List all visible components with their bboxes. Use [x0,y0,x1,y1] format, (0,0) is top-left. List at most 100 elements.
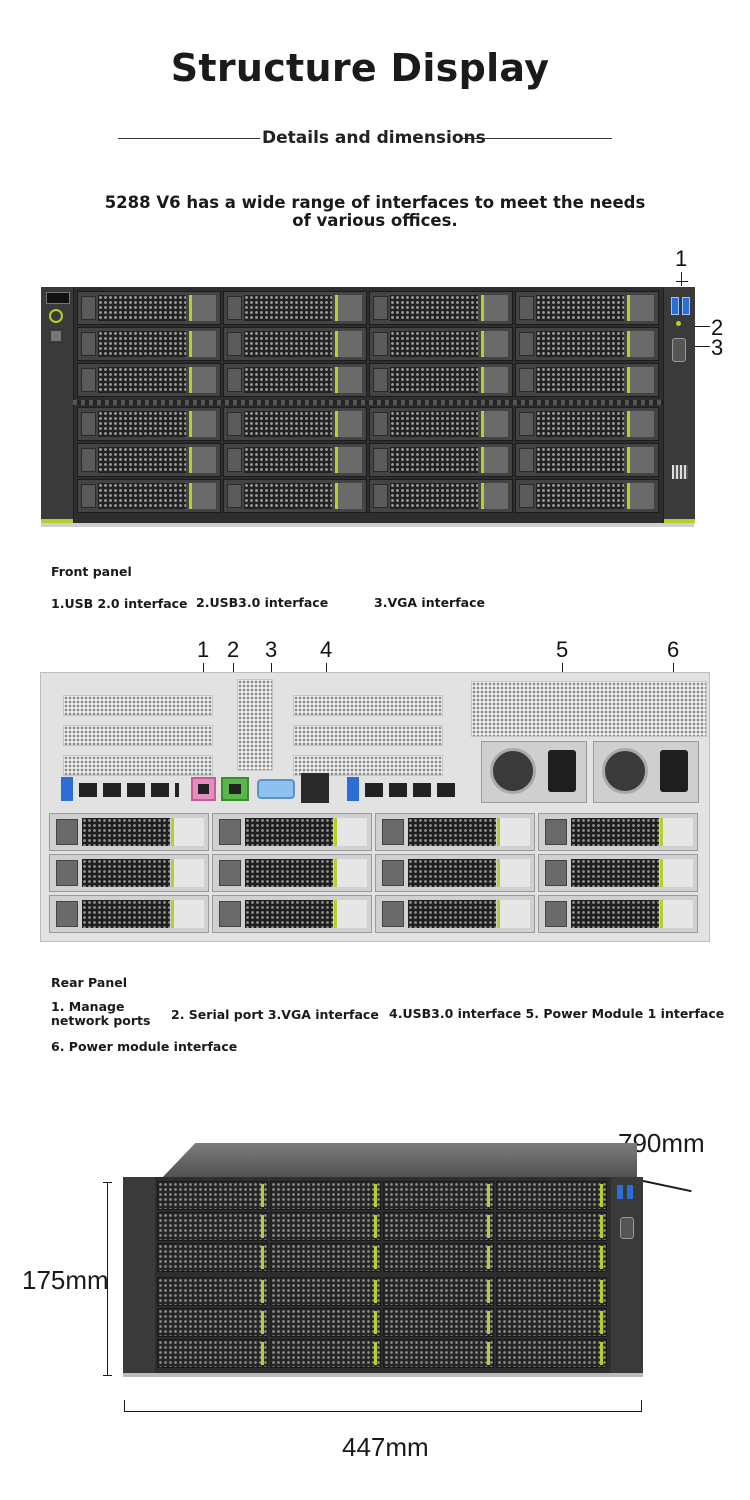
drive-hex [390,295,478,321]
drive-bay [157,1243,268,1272]
drive-hex [244,295,332,321]
drive-hex [390,411,478,437]
drive-latch [497,818,530,846]
drive-latch [374,1184,377,1207]
drive-pull [227,296,242,320]
drive-bay [515,363,659,397]
drive-latch [660,859,693,887]
drive-bay [270,1181,381,1210]
drive-bay [212,895,372,933]
sfp-ports-icon [365,783,461,797]
rear-label-serial-vga: 2. Serial port 3.VGA interface [171,1007,379,1022]
drive-latch [487,1311,490,1334]
drive-latch [189,483,216,509]
usb3-ports-icon [301,773,329,803]
drive-bay [383,1339,494,1368]
front-callout-2: 2 [711,315,724,340]
management-port-icon [191,777,216,801]
drive-pull [56,819,78,845]
accent-bar-right [664,519,695,523]
drive-hex [82,900,170,928]
power-socket-icon [660,750,688,792]
drive-latch [600,1184,603,1207]
vga-port-icon [672,338,686,362]
front-leader-2 [684,326,710,327]
drive-bay [77,363,221,397]
front-panel-image [41,287,695,527]
front-port-strip [663,287,695,523]
drive-bay [515,327,659,361]
drive-bay [223,443,367,477]
width-rule [124,1411,642,1412]
drive-hex [245,900,333,928]
drive-latch [481,447,508,473]
drive-bay [496,1308,607,1337]
drive-hex [98,367,186,393]
drive-pull [519,448,534,472]
drive-bay [49,895,209,933]
drive-latch [171,859,204,887]
drive-pull [373,448,388,472]
drive-pull [519,484,534,508]
drive-latch [481,411,508,437]
drive-latch [487,1184,490,1207]
drive-latch [335,483,362,509]
drive-pull [227,412,242,436]
subtitle-rule-right [462,138,612,139]
drive-latch [627,331,654,357]
riser-tab-icon [347,777,359,801]
drive-pull [56,901,78,927]
rear-label-psu2: 6. Power module interface [51,1039,238,1054]
pcie-slot [293,755,443,776]
drive-pull [219,901,241,927]
drive-bay [270,1212,381,1241]
drive-bay [270,1277,381,1306]
drive-latch [487,1246,490,1269]
drive-hex [390,367,478,393]
drive-bay [77,443,221,477]
page-title: Structure Display [170,46,550,90]
drive-latch [335,447,362,473]
drive-latch [487,1342,490,1365]
drive-latch [189,411,216,437]
drive-pull [227,368,242,392]
pcie-slot [293,695,443,716]
drive-latch [497,900,530,928]
drive-pull [81,332,96,356]
drive-pull [219,819,241,845]
drive-hex [408,900,496,928]
serial-port-icon [221,777,249,801]
drive-latch [261,1311,264,1334]
drive-bay [212,813,372,851]
subtitle-rule-left [118,138,260,139]
status-led-icon [676,321,681,326]
drive-bay [496,1339,607,1368]
usb-port-icon [617,1185,623,1199]
drive-hex [82,818,170,846]
drive-pull [519,296,534,320]
drive-bay [157,1181,268,1210]
drive-latch [261,1246,264,1269]
drive-bay [77,291,221,325]
rear-callout-6: 6 [667,637,680,662]
drive-bay [212,854,372,892]
drive-latch [627,295,654,321]
drive-bay [77,407,221,441]
rear-callout-3: 3 [265,637,278,662]
front-callout-3: 3 [711,335,724,360]
height-rule-cap-top [103,1182,112,1183]
drive-pull [519,368,534,392]
drive-hex [244,411,332,437]
drive-bay [369,327,513,361]
sfp-ports-icon [79,783,179,797]
pcie-slot [63,755,213,776]
drive-latch [660,900,693,928]
drive-pull [373,296,388,320]
drive-latch [374,1311,377,1334]
drive-latch [171,900,204,928]
usb-port-icon [682,297,690,315]
drive-hex [390,483,478,509]
drive-bay [369,443,513,477]
drive-bay [223,327,367,361]
height-dimension: 175mm [22,1265,109,1295]
